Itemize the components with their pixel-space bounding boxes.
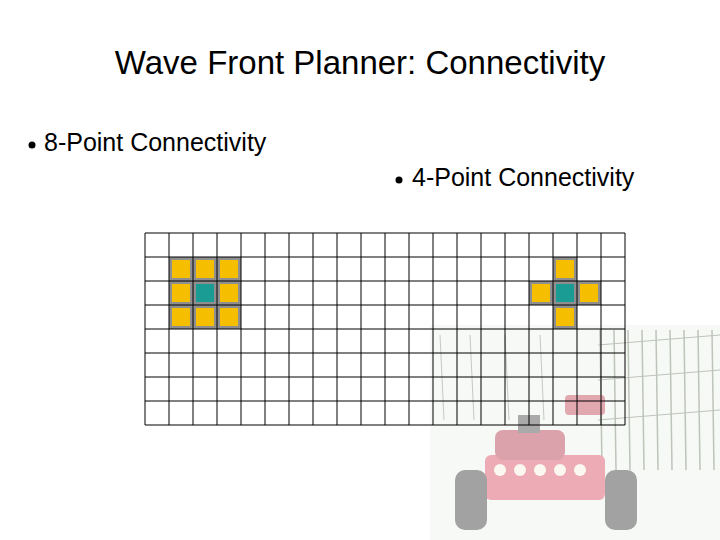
fence-post [698,330,700,470]
grid-line [145,353,625,354]
bullet-text: 4-Point Connectivity [412,163,634,192]
sonar-sensor [534,464,546,476]
neighbour-border [529,281,553,305]
fence-post [614,330,616,470]
neighbour-border [217,281,241,305]
photo-ground [430,325,720,540]
fence-post [712,330,714,470]
fence-post [628,330,630,470]
neighbour-border [217,257,241,281]
bullet-dot [29,142,36,149]
neighbour-cell [220,260,238,278]
neighbour-border [169,257,193,281]
fence-rail [598,410,720,420]
center-cell [196,284,214,302]
neighbour-cell [196,308,214,326]
grid-line [145,329,625,330]
sonar-sensor [574,464,586,476]
fence-post [684,330,686,470]
grid-line [145,257,625,258]
robot-head [495,430,565,460]
sonar-sensor [494,464,506,476]
fence-post [656,330,658,470]
fence-rail [598,335,720,345]
neighbour-cell [172,284,190,302]
neighbour-border [553,281,577,305]
fence-post [670,330,672,470]
bullet-dot [396,177,403,184]
grid-line [145,401,625,402]
neighbour-border [577,281,601,305]
grid-line [145,281,625,282]
slide-title: Wave Front Planner: Connectivity [0,44,720,82]
sonar-sensor [514,464,526,476]
neighbour-cell [172,260,190,278]
sonar-sensor [554,464,566,476]
neighbour-border [193,281,217,305]
neighbour-cell [196,260,214,278]
robot-photo [430,325,720,540]
distant-robot [565,395,605,415]
center-cell [556,284,574,302]
neighbour-cell [220,308,238,326]
fence-rail [598,370,720,380]
robot-wheel [605,470,637,530]
neighbour-cell [172,308,190,326]
grid-line [145,233,625,234]
neighbour-border [553,305,577,329]
neighbour-border [169,305,193,329]
neighbour-border [193,257,217,281]
robot-body [485,455,605,500]
grid-line [145,377,625,378]
robot-wheel [455,470,487,530]
grid-line [145,305,625,306]
occupancy-grid [145,233,625,425]
neighbour-cell [532,284,550,302]
neighbour-border [193,305,217,329]
neighbour-border [553,257,577,281]
neighbour-cell [220,284,238,302]
neighbour-cell [556,260,574,278]
bullet-text: 8-Point Connectivity [44,128,266,157]
neighbour-border [217,305,241,329]
neighbour-cell [556,308,574,326]
fence-post [642,330,644,470]
neighbour-border [169,281,193,305]
grid-line [145,425,625,426]
neighbour-cell [580,284,598,302]
